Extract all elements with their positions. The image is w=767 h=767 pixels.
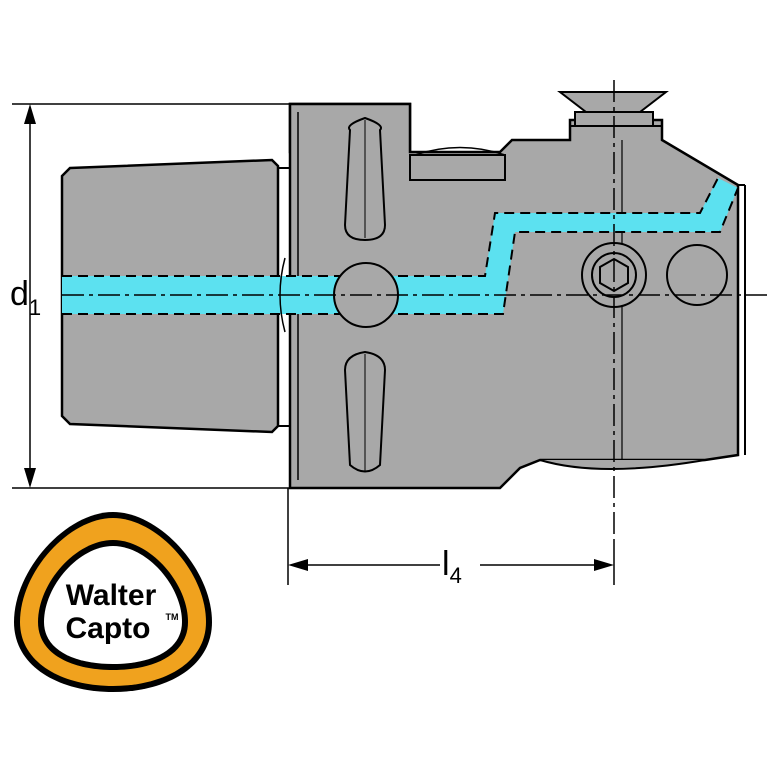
dimension-l4 xyxy=(287,488,615,585)
side-hole xyxy=(666,244,728,306)
d1-label: d1 xyxy=(10,275,41,320)
logo-ring-white xyxy=(44,546,182,664)
walter-capto-logo: Walter Capto TM xyxy=(14,512,212,692)
coolant-path xyxy=(62,178,738,314)
logo-line1: Walter xyxy=(66,579,157,612)
center-lines xyxy=(62,80,767,540)
bottom-bulge xyxy=(539,459,706,470)
logo-line2: Capto xyxy=(66,612,151,645)
clamp-screw xyxy=(557,91,669,127)
logo-trademark: TM xyxy=(166,612,179,622)
main-body xyxy=(288,102,740,490)
l4-label: l4 xyxy=(442,545,462,588)
top-slot-curve xyxy=(414,146,506,156)
dimension-d1 xyxy=(12,103,290,489)
top-slot xyxy=(409,154,506,181)
